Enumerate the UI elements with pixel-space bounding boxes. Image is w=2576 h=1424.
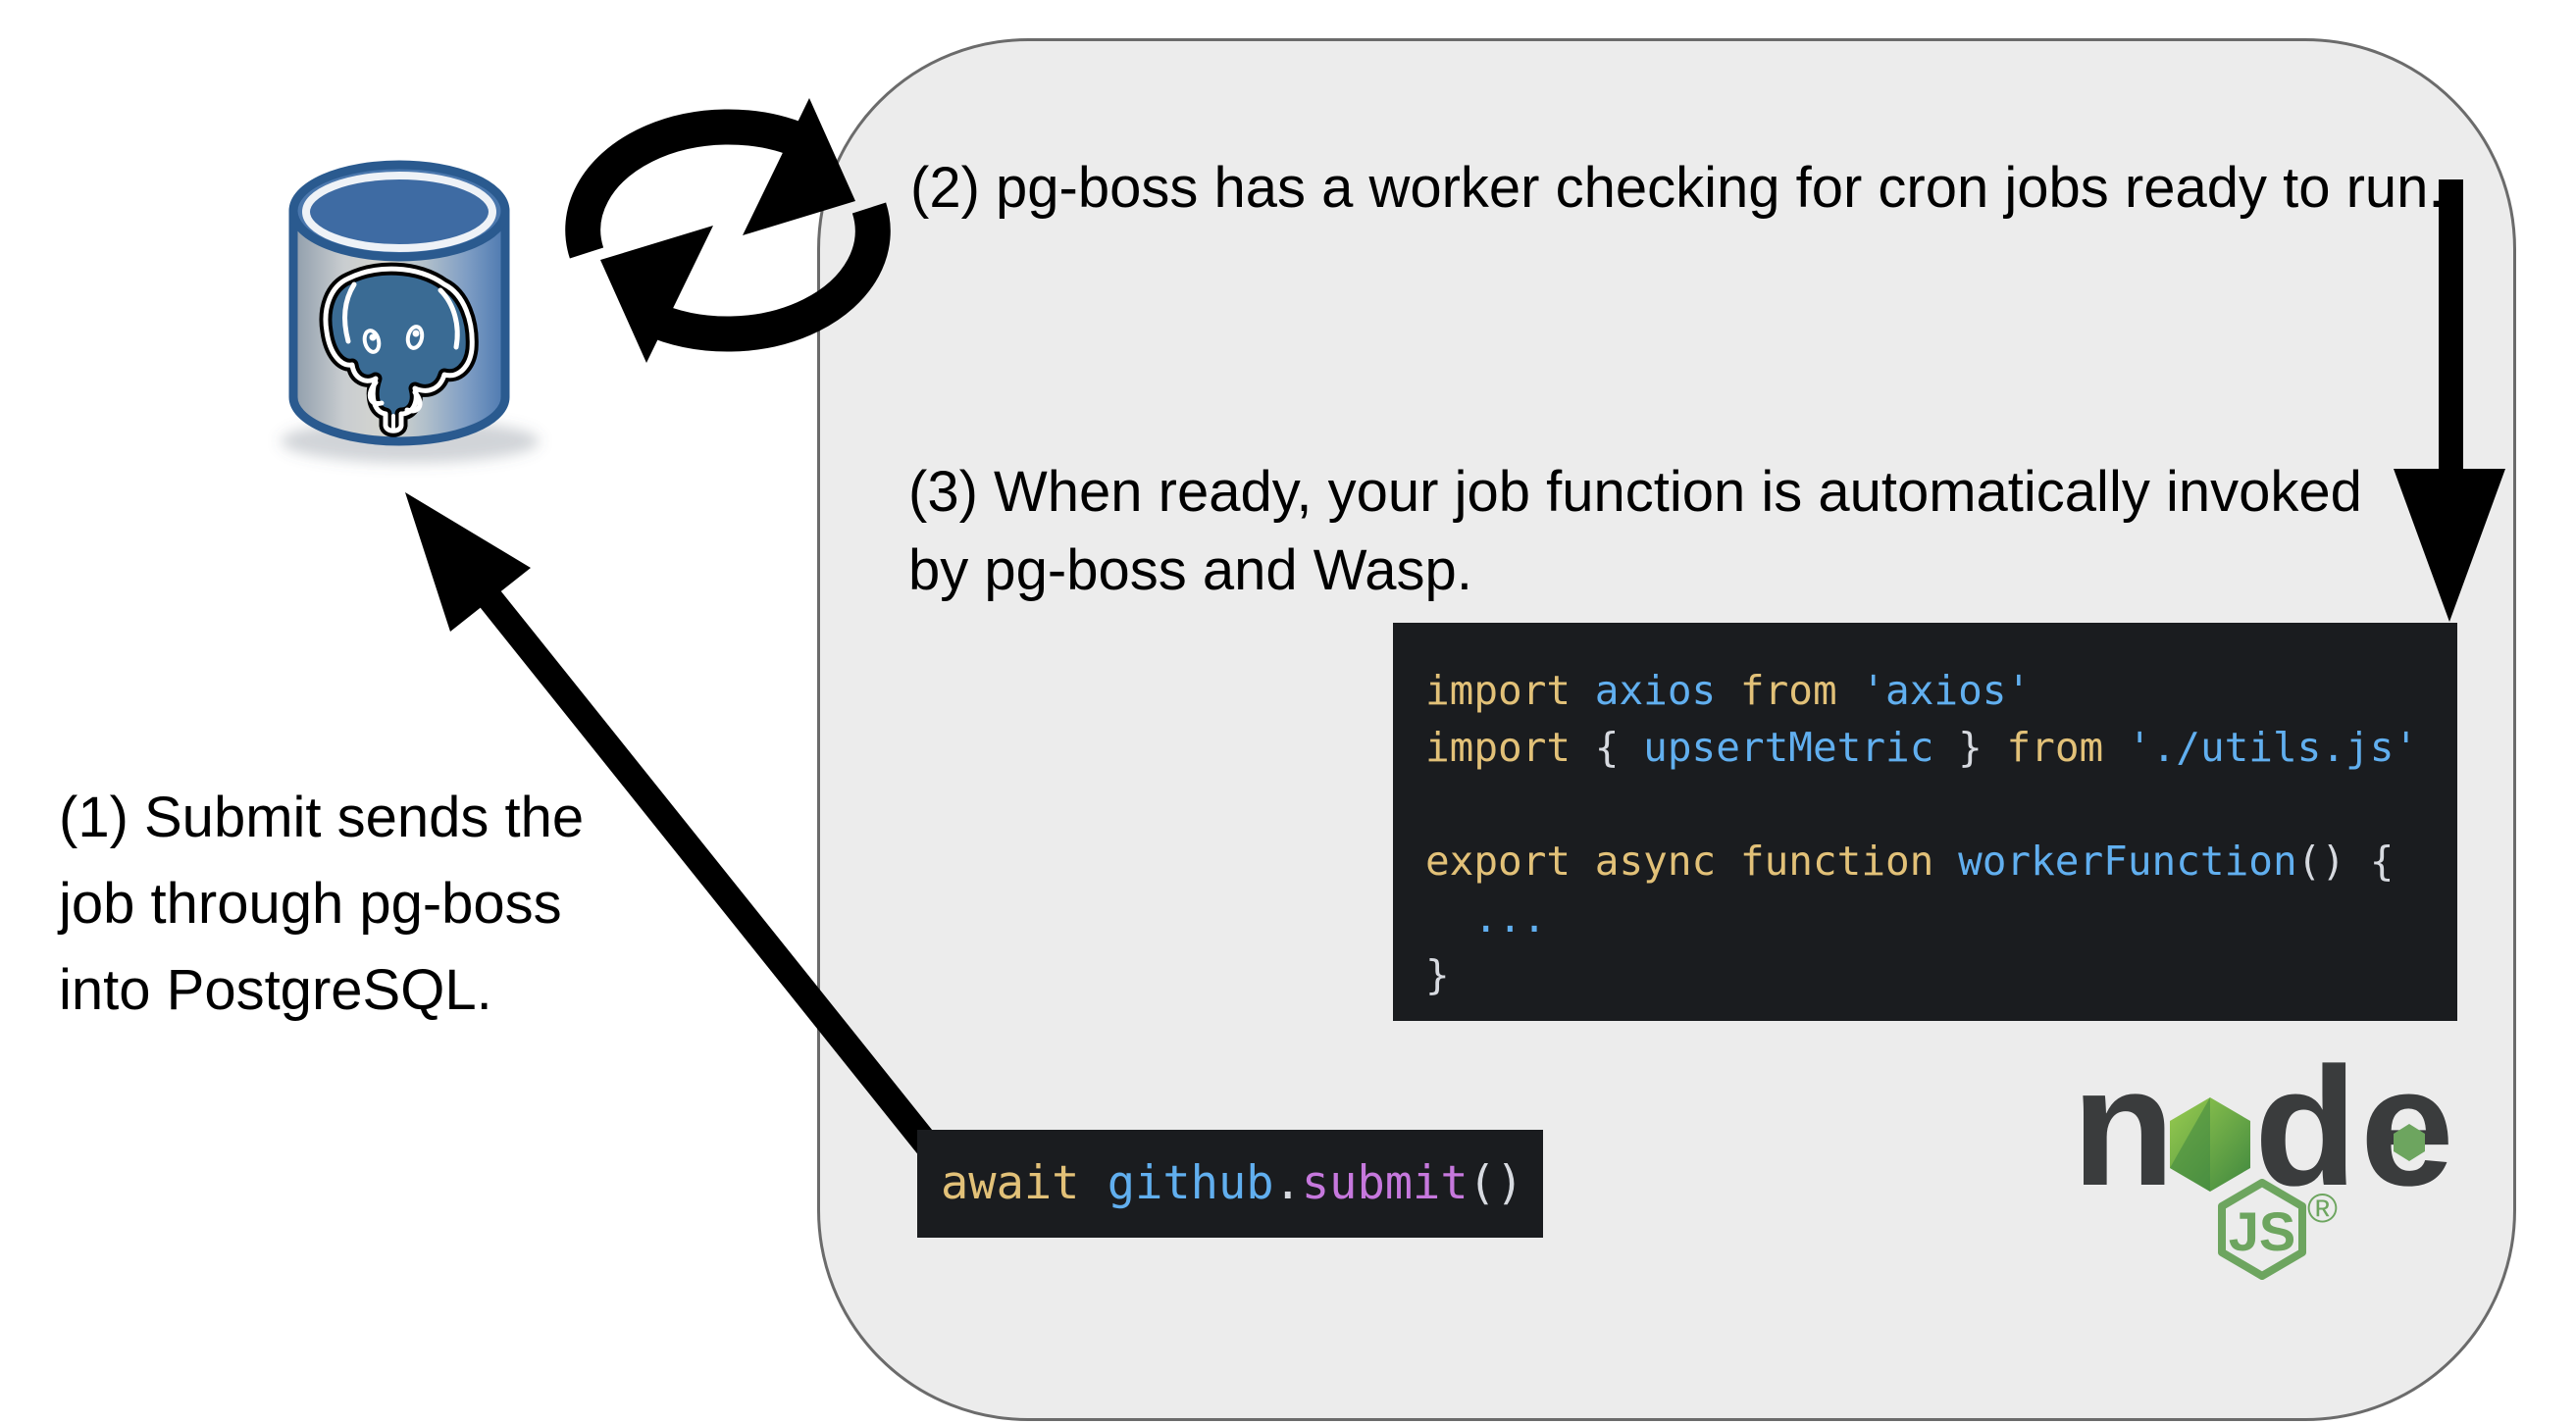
code-line: import axios from 'axios' xyxy=(1425,667,2032,714)
step-2-label: (2) pg-boss has a worker checking for cr… xyxy=(910,149,2445,228)
step-1-line: job through pg-boss xyxy=(59,872,562,936)
worker-code-block: import axios from 'axios' import { upsert… xyxy=(1393,623,2457,1021)
postgresql-logo-icon xyxy=(281,160,540,463)
step-1-label: (1) Submit sends the job through pg-boss… xyxy=(59,775,584,1034)
submit-code-block: await github.submit() xyxy=(917,1130,1543,1238)
step-3-line: (3) When ready, your job function is aut… xyxy=(908,460,2362,524)
code-line: ... xyxy=(1473,894,1547,941)
step-2-line: (2) pg-boss has a worker checking for cr… xyxy=(910,156,2445,220)
code-line: export async function workerFunction() { xyxy=(1425,838,2395,885)
step-1-line: (1) Submit sends the xyxy=(59,786,585,849)
code-line: await github.submit() xyxy=(941,1156,1524,1210)
code-line: import { upsertMetric } from './utils.js… xyxy=(1425,724,2419,771)
step-3-line: by pg-boss and Wasp. xyxy=(908,538,1472,602)
postgres-elephant xyxy=(319,262,479,437)
step-3-label: (3) When ready, your job function is aut… xyxy=(908,453,2362,610)
step-1-line: into PostgreSQL. xyxy=(59,958,492,1022)
code-line xyxy=(1425,776,2457,833)
code-line: } xyxy=(1425,951,1450,998)
